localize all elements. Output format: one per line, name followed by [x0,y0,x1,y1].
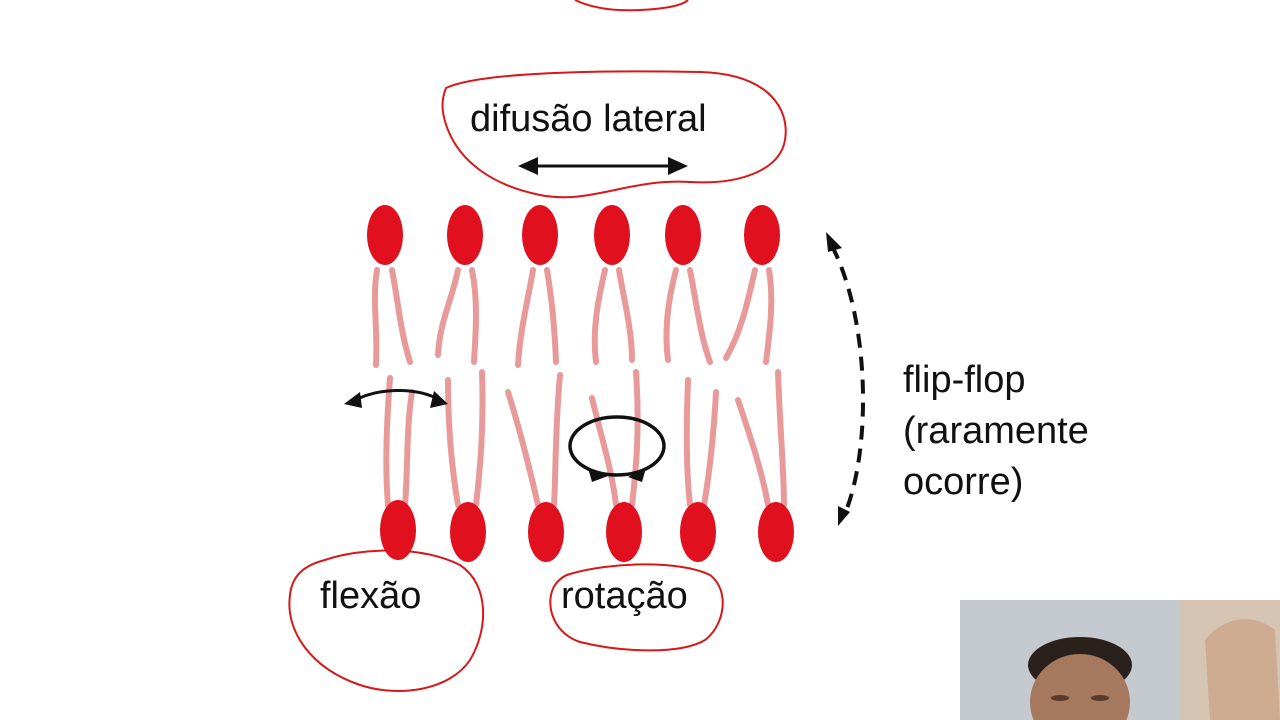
phospholipid-head [606,502,642,562]
phospholipid-head [758,502,794,562]
flip-flop-arrow [826,232,865,526]
lateral-diffusion-label: difusão lateral [470,98,707,140]
lateral-diffusion-arrow [518,157,688,175]
circle-rotation [549,563,724,652]
flexion-label: flexão [320,575,422,617]
phospholipid-head [522,205,558,265]
flip-flop-line-2: (raramente [903,410,1089,452]
rotation-arrow [568,415,666,482]
phospholipid-head [450,502,486,562]
lower-lipid-tails [383,369,787,508]
phospholipid-head [528,502,564,562]
upper-phospholipid-heads [367,205,780,265]
phospholipid-head [380,500,416,560]
flip-flop-label: flip-flop (raramente ocorre) [903,355,1089,508]
flexion-arrow [344,389,448,408]
circle-lateral-diffusion [441,70,787,199]
phospholipid-head [367,205,403,265]
webcam-overlay [960,600,1280,720]
upper-lipid-tails [371,267,775,368]
lower-phospholipid-heads [380,500,794,562]
rotation-label: rotação [561,575,688,617]
phospholipid-head [680,502,716,562]
circle-flexion [288,549,485,692]
flip-flop-line-1: flip-flop [903,359,1026,401]
flip-flop-line-3: ocorre) [903,461,1024,503]
top-circled-annotation [574,0,689,12]
phospholipid-head [665,205,701,265]
presenter-video-icon [960,600,1280,720]
phospholipid-head [744,205,780,265]
phospholipid-head [594,205,630,265]
phospholipid-head [447,205,483,265]
